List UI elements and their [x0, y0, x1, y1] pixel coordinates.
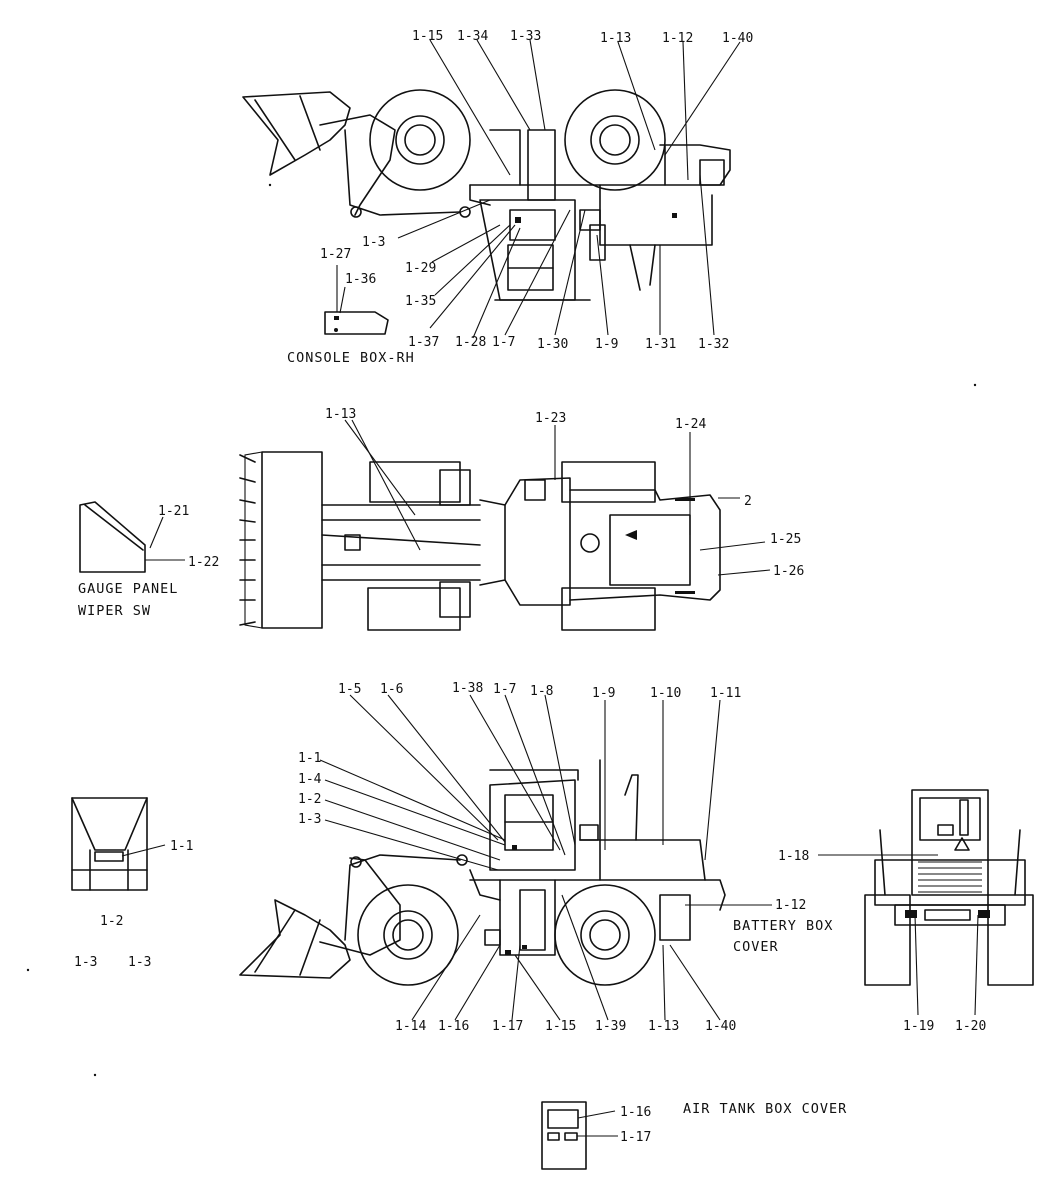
label-side-1-16: 1-16 — [438, 1019, 469, 1034]
loader-rear-view — [818, 789, 1034, 1016]
label-rear-1-20: 1-20 — [955, 1019, 986, 1034]
labels-rear: 1-18 1-19 1-20 — [778, 849, 986, 1034]
label-top-1-9: 1-9 — [595, 337, 618, 352]
label-side-1-17: 1-17 — [492, 1019, 523, 1034]
label-top-1-31: 1-31 — [645, 337, 676, 352]
leaders-top — [397, 39, 741, 339]
leaders-plan — [145, 419, 771, 576]
label-rear-1-18: 1-18 — [778, 849, 809, 864]
label-plan-1-24: 1-24 — [675, 417, 706, 432]
label-top-1-30: 1-30 — [537, 337, 568, 352]
label-side-1-1: 1-1 — [298, 751, 321, 766]
label-plan-1-23: 1-23 — [535, 411, 566, 426]
label-side-1-12: 1-12 — [775, 898, 806, 913]
label-side-1-11: 1-11 — [710, 686, 741, 701]
label-top-1-7: 1-7 — [492, 335, 515, 350]
label-side-1-14: 1-14 — [395, 1019, 426, 1034]
label-side-1-5: 1-5 — [338, 682, 361, 697]
label-side-1-3: 1-3 — [298, 812, 321, 827]
label-seat-1-1: 1-1 — [170, 839, 193, 854]
label-top-1-36: 1-36 — [345, 272, 376, 287]
labels-seat: 1-1 1-2 1-3 1-3 — [74, 839, 193, 970]
label-side-1-8: 1-8 — [530, 684, 553, 699]
label-top-1-33: 1-33 — [510, 29, 541, 44]
caption-console-box: CONSOLE BOX-RH — [287, 350, 415, 366]
label-side-1-2: 1-2 — [298, 792, 321, 807]
label-side-1-10: 1-10 — [650, 686, 681, 701]
labels-side: 1-5 1-6 1-38 1-7 1-8 1-9 1-10 1-11 1-1 1… — [298, 681, 833, 1034]
label-air-1-16: 1-16 — [620, 1105, 651, 1120]
label-top-1-40: 1-40 — [722, 31, 753, 46]
label-top-1-28: 1-28 — [455, 335, 486, 350]
label-top-1-32: 1-32 — [698, 337, 729, 352]
label-top-1-15: 1-15 — [412, 29, 443, 44]
label-plan-1-25: 1-25 — [770, 532, 801, 547]
caption-air-tank-box: AIR TANK BOX COVER — [683, 1101, 847, 1117]
label-side-1-4: 1-4 — [298, 772, 322, 787]
label-top-1-37: 1-37 — [408, 335, 439, 350]
label-plan-1-21: 1-21 — [158, 504, 189, 519]
caption-battery-box: BATTERY BOX — [733, 918, 833, 934]
caption-gauge-panel: GAUGE PANEL — [78, 581, 178, 597]
label-air-1-17: 1-17 — [620, 1130, 651, 1145]
caption-wiper-sw: WIPER SW — [78, 603, 151, 619]
label-top-1-35: 1-35 — [405, 294, 436, 309]
label-plan-1-26: 1-26 — [773, 564, 804, 579]
label-side-1-7: 1-7 — [493, 682, 516, 697]
label-side-1-9: 1-9 — [592, 686, 615, 701]
label-side-1-40: 1-40 — [705, 1019, 736, 1034]
label-seat-1-3-right: 1-3 — [128, 955, 151, 970]
label-top-1-27: 1-27 — [320, 247, 351, 262]
label-rear-1-19: 1-19 — [903, 1019, 934, 1034]
label-top-1-29: 1-29 — [405, 261, 436, 276]
label-top-1-34: 1-34 — [457, 29, 488, 44]
loader-plan-view — [239, 451, 721, 631]
loader-left-side-view — [239, 759, 726, 986]
label-seat-1-2: 1-2 — [100, 914, 123, 929]
label-top-1-13: 1-13 — [600, 31, 631, 46]
label-side-1-6: 1-6 — [380, 682, 403, 697]
labels-plan: 1-13 1-23 1-24 2 1-25 1-26 1-21 1-22 GAU… — [78, 407, 804, 619]
loader-right-side-view — [242, 89, 731, 301]
label-plan-1-13: 1-13 — [325, 407, 356, 422]
console-box-rh — [324, 265, 389, 335]
labels-air-tank: 1-16 1-17 AIR TANK BOX COVER — [620, 1101, 847, 1145]
air-tank-box-cover — [541, 1101, 618, 1170]
label-side-1-38: 1-38 — [452, 681, 483, 696]
label-top-1-3: 1-3 — [362, 235, 385, 250]
label-side-1-13: 1-13 — [648, 1019, 679, 1034]
seat-detail — [71, 797, 166, 891]
label-side-1-39: 1-39 — [595, 1019, 626, 1034]
labels-top: 1-15 1-34 1-33 1-13 1-12 1-40 1-3 1-29 1… — [287, 29, 753, 366]
label-top-1-12: 1-12 — [662, 31, 693, 46]
caption-battery-cover: COVER — [733, 939, 779, 955]
label-side-1-15: 1-15 — [545, 1019, 576, 1034]
label-plan-2: 2 — [744, 494, 752, 509]
label-seat-1-3-left: 1-3 — [74, 955, 97, 970]
gauge-panel-wiper-sw — [79, 501, 146, 573]
leaders-side — [319, 694, 772, 1021]
label-plan-1-22: 1-22 — [188, 555, 219, 570]
